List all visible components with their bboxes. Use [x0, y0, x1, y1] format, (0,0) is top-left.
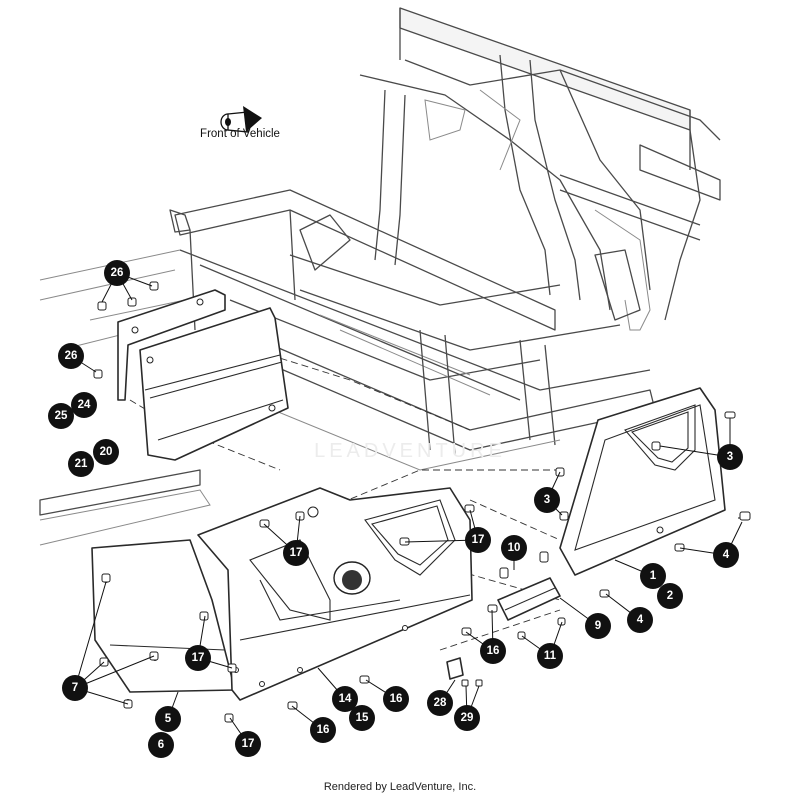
- callout-badges: 26 26 24 25 20 21 3 3 4 1 2 4 9 10 11 16…: [48, 260, 743, 758]
- callout-20: 20: [93, 439, 119, 465]
- right-side-panel: [559, 387, 726, 576]
- svg-text:14: 14: [339, 693, 352, 705]
- callout-10: 10: [501, 535, 527, 561]
- callout-4b: 4: [627, 607, 653, 633]
- arrow-icon: [220, 106, 262, 133]
- callout-3a: 3: [717, 444, 743, 470]
- render-credit-caption: Rendered by LeadVenture, Inc.: [323, 781, 477, 793]
- callout-11: 11: [537, 643, 563, 669]
- callout-16a: 16: [480, 638, 506, 664]
- svg-text:3: 3: [544, 494, 550, 506]
- svg-text:16: 16: [390, 693, 403, 705]
- svg-text:17: 17: [192, 652, 205, 664]
- svg-text:4: 4: [723, 549, 730, 561]
- svg-text:24: 24: [78, 399, 91, 411]
- svg-text:28: 28: [434, 697, 447, 709]
- upper-dash-panel: [117, 289, 289, 461]
- svg-text:3: 3: [727, 451, 733, 463]
- svg-text:16: 16: [317, 724, 330, 736]
- callout-17b: 17: [283, 540, 309, 566]
- main-lower-panel: [197, 487, 473, 701]
- svg-text:4: 4: [637, 614, 644, 626]
- callout-6: 6: [148, 732, 174, 758]
- svg-text:16: 16: [487, 645, 500, 657]
- svg-text:25: 25: [55, 410, 68, 422]
- svg-text:7: 7: [72, 682, 78, 694]
- callout-16b: 16: [383, 686, 409, 712]
- fasteners: [93, 281, 751, 723]
- callout-17c: 17: [185, 645, 211, 671]
- roll-cage: [359, 7, 721, 331]
- callout-29: 29: [454, 705, 480, 731]
- callout-7: 7: [62, 675, 88, 701]
- svg-text:17: 17: [242, 738, 255, 750]
- callout-1: 1: [640, 563, 666, 589]
- svg-text:26: 26: [111, 267, 124, 279]
- callout-5: 5: [155, 706, 181, 732]
- callout-25: 25: [48, 403, 74, 429]
- callout-9: 9: [585, 613, 611, 639]
- svg-text:17: 17: [472, 534, 485, 546]
- callout-17a: 17: [465, 527, 491, 553]
- left-lower-panel: [91, 539, 236, 705]
- svg-text:6: 6: [158, 739, 164, 751]
- callout-28: 28: [427, 690, 453, 716]
- front-of-vehicle-label: Front of Vehicle: [200, 128, 280, 140]
- svg-text:1: 1: [650, 570, 657, 582]
- svg-text:9: 9: [595, 620, 601, 632]
- svg-text:20: 20: [100, 446, 113, 458]
- svg-text:26: 26: [65, 350, 78, 362]
- mounting-bracket: [497, 577, 561, 621]
- watermark-text: LEADVENTURE: [314, 440, 506, 462]
- svg-text:15: 15: [356, 712, 369, 724]
- svg-text:11: 11: [544, 650, 557, 662]
- callout-14: 14: [332, 686, 358, 712]
- callout-21: 21: [68, 451, 94, 477]
- callout-15: 15: [349, 705, 375, 731]
- svg-text:21: 21: [75, 458, 88, 470]
- svg-text:2: 2: [667, 590, 673, 602]
- callout-3b: 3: [534, 487, 560, 513]
- callout-4a: 4: [713, 542, 739, 568]
- svg-text:10: 10: [508, 542, 521, 554]
- callout-26a: 26: [104, 260, 130, 286]
- svg-text:17: 17: [290, 547, 303, 559]
- chassis-frame: [39, 189, 656, 546]
- callout-24: 24: [71, 392, 97, 418]
- callout-26b: 26: [58, 343, 84, 369]
- svg-text:29: 29: [461, 712, 474, 724]
- callout-2: 2: [657, 583, 683, 609]
- callout-16c: 16: [310, 717, 336, 743]
- clip-part: [446, 657, 464, 680]
- svg-text:5: 5: [165, 713, 172, 725]
- callout-17d: 17: [235, 731, 261, 757]
